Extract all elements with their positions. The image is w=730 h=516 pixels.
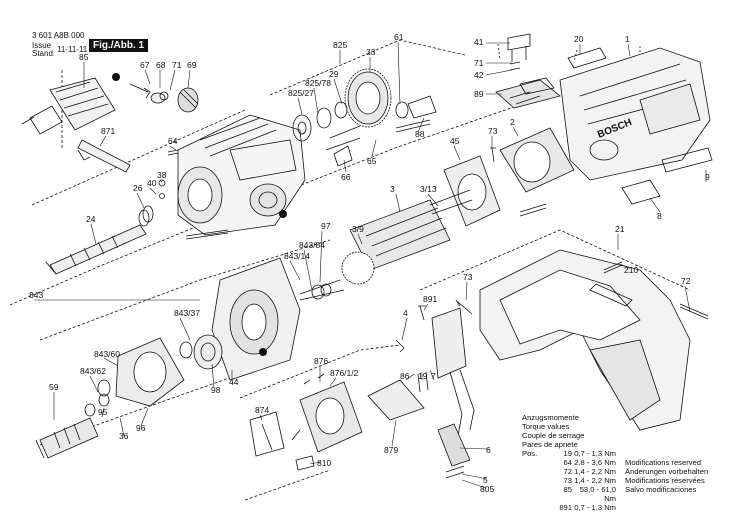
svg-text:29: 29 (329, 69, 339, 79)
svg-text:1: 1 (625, 34, 630, 44)
svg-text:26: 26 (133, 183, 143, 193)
mod-line-en: Modifications reserved (625, 458, 701, 467)
stand-label: Stand (32, 49, 53, 58)
svg-text:89: 89 (474, 89, 484, 99)
svg-text:73: 73 (488, 126, 498, 136)
svg-text:825: 825 (333, 40, 347, 50)
svg-text:876: 876 (314, 356, 328, 366)
gear-housing-drawing (177, 114, 306, 236)
doc-number: 3 601 A8B 000 (32, 31, 85, 40)
brush-holder-876-drawing (299, 381, 363, 453)
svg-text:24: 24 (86, 214, 96, 224)
svg-text:6: 6 (486, 445, 491, 455)
svg-text:59: 59 (49, 382, 59, 392)
svg-text:45: 45 (450, 136, 460, 146)
svg-text:98: 98 (211, 385, 221, 395)
torque-title-en: Torque values (522, 422, 570, 431)
svg-text:210: 210 (624, 265, 638, 275)
torque-title-de: Anzugsmomente (522, 413, 579, 422)
svg-text:8: 8 (657, 211, 662, 221)
svg-text:66: 66 (341, 172, 351, 182)
svg-text:871: 871 (101, 126, 115, 136)
svg-text:67: 67 (140, 60, 150, 70)
issue-label: Issue (32, 41, 52, 50)
torque-title-es: Pares de apriete (522, 440, 578, 449)
svg-text:843/62: 843/62 (80, 366, 106, 376)
issue-date: 11-11-11 (57, 45, 88, 54)
svg-text:876/1/2: 876/1/2 (330, 368, 359, 378)
svg-text:33: 33 (366, 47, 376, 57)
svg-text:38: 38 (157, 170, 167, 180)
svg-text:825/78: 825/78 (305, 78, 331, 88)
svg-text:843: 843 (29, 290, 43, 300)
svg-text:843/14: 843/14 (284, 251, 310, 261)
svg-text:843/84: 843/84 (299, 240, 325, 250)
svg-text:40: 40 (147, 178, 157, 188)
torque-row: 73 1,4 - 2,2 Nm (563, 476, 616, 485)
svg-text:68: 68 (156, 60, 166, 70)
svg-text:44: 44 (229, 377, 239, 387)
svg-text:891: 891 (423, 294, 437, 304)
torque-row: 891 0,7 - 1,3 Nm (559, 503, 616, 512)
torque-row: 85 53,0 - 61,0 Nm (563, 485, 616, 503)
mod-line-de: Änderungen vorbehalten (625, 467, 709, 476)
svg-text:88: 88 (415, 129, 425, 139)
field-2-drawing (499, 127, 575, 193)
svg-text:41: 41 (474, 37, 484, 47)
svg-text:21: 21 (615, 224, 625, 234)
torque-row: 72 1,4 - 2,2 Nm (563, 467, 616, 476)
svg-text:69: 69 (187, 60, 197, 70)
mod-line-es: Salvo modificaciones (625, 485, 697, 494)
figure-label: Fig./Abb. 1 (89, 39, 149, 52)
svg-text:73: 73 (463, 272, 473, 282)
svg-text:72: 72 (681, 276, 691, 286)
torque-table: Anzugsmomente Torque values Couple de se… (522, 413, 616, 512)
svg-text:85: 85 (79, 52, 89, 62)
svg-text:2: 2 (510, 117, 515, 127)
svg-text:810: 810 (317, 458, 331, 468)
svg-text:5: 5 (483, 475, 488, 485)
svg-text:805: 805 (480, 484, 494, 494)
svg-text:71: 71 (172, 60, 182, 70)
svg-text:42: 42 (474, 70, 484, 80)
chuck-85-drawing (21, 77, 116, 135)
svg-text:61: 61 (394, 32, 404, 42)
svg-text:7: 7 (431, 371, 436, 381)
svg-text:86: 86 (400, 371, 410, 381)
modifications-note: Modifications reserved Änderungen vorbeh… (625, 458, 708, 494)
svg-text:97: 97 (321, 221, 331, 231)
svg-text:4: 4 (403, 308, 408, 318)
svg-text:19: 19 (418, 371, 428, 381)
svg-text:843/60: 843/60 (94, 349, 120, 359)
torque-title-fr: Couple de serrage (522, 431, 585, 440)
svg-text:874: 874 (255, 405, 269, 415)
torque-row: 64 2,8 - 3,6 Nm (563, 458, 616, 467)
svg-text:843/37: 843/37 (174, 308, 200, 318)
gear-carrier-843-drawing (211, 257, 301, 381)
svg-text:65: 65 (367, 156, 377, 166)
mod-line-fr: Modifications réservées (625, 476, 705, 485)
svg-text:3: 3 (390, 184, 395, 194)
svg-text:825/27: 825/27 (288, 88, 314, 98)
svg-text:9: 9 (705, 172, 710, 182)
handle-housing-21-drawing (479, 249, 691, 431)
gear-case-843-60-drawing (115, 337, 185, 407)
svg-text:879: 879 (384, 445, 398, 455)
motor-housing-drawing (559, 47, 711, 181)
svg-text:20: 20 (574, 34, 584, 44)
torque-row: Pos. 19 0,7 - 1,3 Nm (522, 449, 616, 458)
svg-text:3/13: 3/13 (420, 184, 437, 194)
armature-drawing (299, 189, 473, 301)
ring-gear-33-drawing (344, 68, 392, 128)
svg-text:96: 96 (136, 423, 146, 433)
svg-text:64: 64 (168, 136, 178, 146)
svg-text:3/9: 3/9 (352, 224, 364, 234)
svg-text:71: 71 (474, 58, 484, 68)
